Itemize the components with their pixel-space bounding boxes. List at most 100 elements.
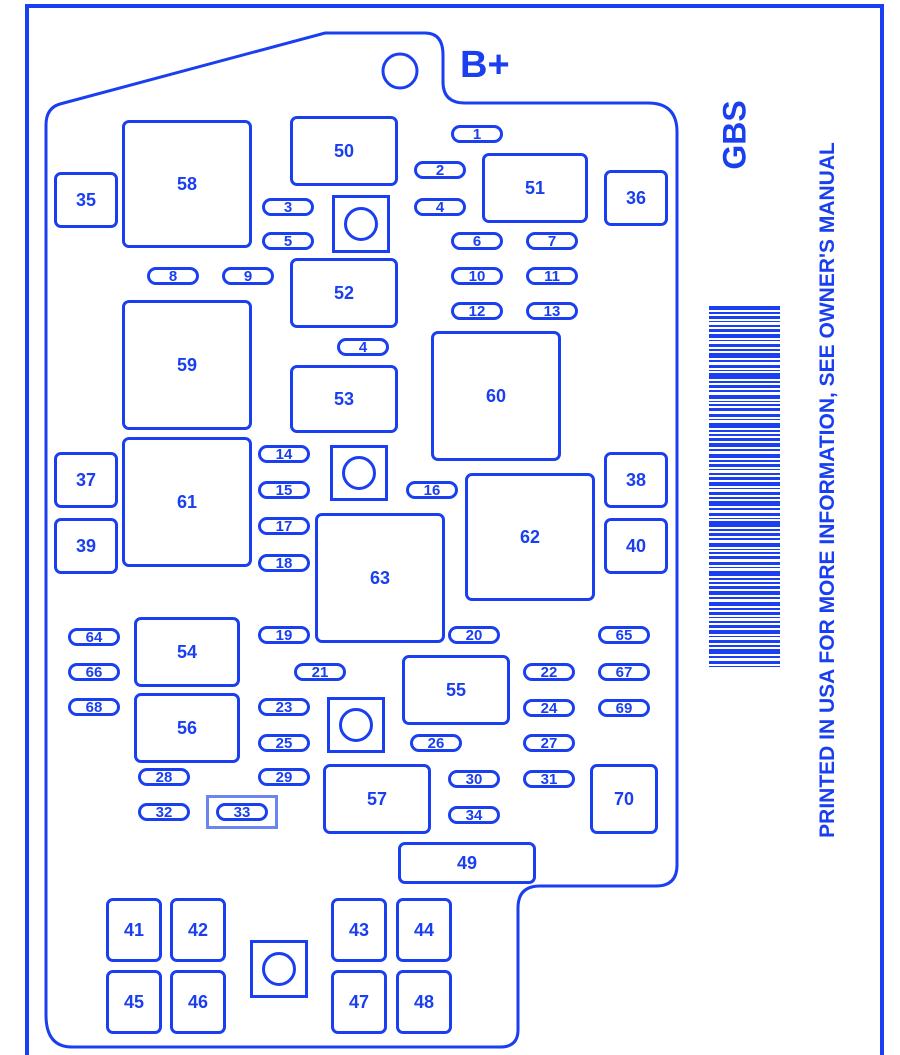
barcode-bar bbox=[709, 473, 780, 475]
fuse-20[interactable]: 20 bbox=[448, 626, 500, 644]
fuse-4[interactable]: 4 bbox=[337, 338, 389, 356]
barcode-bar bbox=[709, 556, 780, 559]
fuse-1[interactable]: 1 bbox=[451, 125, 503, 143]
barcode-bar bbox=[709, 334, 780, 338]
relay-38[interactable]: 38 bbox=[604, 452, 668, 508]
relay-45[interactable]: 45 bbox=[106, 970, 162, 1034]
barcode-bar bbox=[709, 460, 780, 462]
fuse-13[interactable]: 13 bbox=[526, 302, 578, 320]
relay-37[interactable]: 37 bbox=[54, 452, 118, 508]
fuse-68[interactable]: 68 bbox=[68, 698, 120, 716]
relay-55[interactable]: 55 bbox=[402, 655, 510, 725]
relay-50[interactable]: 50 bbox=[290, 116, 398, 186]
relay-39[interactable]: 39 bbox=[54, 518, 118, 574]
barcode-bar bbox=[709, 443, 780, 447]
fuse-10[interactable]: 10 bbox=[451, 267, 503, 285]
barcode-bar bbox=[709, 464, 780, 467]
fuse-16[interactable]: 16 bbox=[406, 481, 458, 499]
barcode-bar bbox=[709, 316, 780, 319]
barcode-bar bbox=[709, 365, 780, 368]
barcode-bar bbox=[709, 562, 780, 565]
barcode-bar bbox=[709, 597, 780, 599]
fuse-69[interactable]: 69 bbox=[598, 699, 650, 717]
relay-59[interactable]: 59 bbox=[122, 300, 252, 430]
relay-47[interactable]: 47 bbox=[331, 970, 387, 1034]
barcode bbox=[709, 306, 780, 670]
barcode-bar bbox=[709, 360, 780, 362]
fuse-4[interactable]: 4 bbox=[414, 198, 466, 216]
fuse-23[interactable]: 23 bbox=[258, 698, 310, 716]
fuse-17[interactable]: 17 bbox=[258, 517, 310, 535]
fuse-15[interactable]: 15 bbox=[258, 481, 310, 499]
fuse-26[interactable]: 26 bbox=[410, 734, 462, 752]
fuse-6[interactable]: 6 bbox=[451, 232, 503, 250]
barcode-bar bbox=[709, 666, 780, 667]
relay-48[interactable]: 48 bbox=[396, 970, 452, 1034]
fuse-22[interactable]: 22 bbox=[523, 663, 575, 681]
fuse-14[interactable]: 14 bbox=[258, 445, 310, 463]
fuse-30[interactable]: 30 bbox=[448, 770, 500, 788]
relay-57[interactable]: 57 bbox=[323, 764, 431, 834]
fuse-34[interactable]: 34 bbox=[448, 806, 500, 824]
fuse-5[interactable]: 5 bbox=[262, 232, 314, 250]
fuse-28[interactable]: 28 bbox=[138, 768, 190, 786]
fuse-3[interactable]: 3 bbox=[262, 198, 314, 216]
relay-58[interactable]: 58 bbox=[122, 120, 252, 248]
relay-70[interactable]: 70 bbox=[590, 764, 658, 834]
relay-36[interactable]: 36 bbox=[604, 170, 668, 226]
fuse-24[interactable]: 24 bbox=[523, 699, 575, 717]
relay-62[interactable]: 62 bbox=[465, 473, 595, 601]
fuse-27[interactable]: 27 bbox=[523, 734, 575, 752]
fuse-32[interactable]: 32 bbox=[138, 803, 190, 821]
fuse-9[interactable]: 9 bbox=[222, 267, 274, 285]
fuse-8[interactable]: 8 bbox=[147, 267, 199, 285]
relay-61[interactable]: 61 bbox=[122, 437, 252, 567]
barcode-bar bbox=[709, 408, 780, 411]
relay-49[interactable]: 49 bbox=[398, 842, 536, 884]
fuse-11[interactable]: 11 bbox=[526, 267, 578, 285]
fuse-7[interactable]: 7 bbox=[526, 232, 578, 250]
bolt-circle bbox=[339, 708, 373, 742]
relay-60[interactable]: 60 bbox=[431, 331, 561, 461]
relay-44[interactable]: 44 bbox=[396, 898, 452, 962]
fuse-29[interactable]: 29 bbox=[258, 768, 310, 786]
relay-40[interactable]: 40 bbox=[604, 518, 668, 574]
fuse-19[interactable]: 19 bbox=[258, 626, 310, 644]
barcode-bar bbox=[709, 329, 780, 332]
relay-56[interactable]: 56 bbox=[134, 693, 240, 763]
relay-42[interactable]: 42 bbox=[170, 898, 226, 962]
barcode-bar bbox=[709, 353, 780, 358]
fuse-65[interactable]: 65 bbox=[598, 626, 650, 644]
fuse-25[interactable]: 25 bbox=[258, 734, 310, 752]
relay-53[interactable]: 53 bbox=[290, 365, 398, 433]
relay-63[interactable]: 63 bbox=[315, 513, 445, 643]
fuse-33[interactable]: 33 bbox=[216, 803, 268, 821]
barcode-bar bbox=[709, 656, 780, 658]
relay-41[interactable]: 41 bbox=[106, 898, 162, 962]
relay-43[interactable]: 43 bbox=[331, 898, 387, 962]
barcode-bar bbox=[709, 625, 780, 628]
fuse-12[interactable]: 12 bbox=[451, 302, 503, 320]
fuse-21[interactable]: 21 bbox=[294, 663, 346, 681]
fuse-66[interactable]: 66 bbox=[68, 663, 120, 681]
barcode-bar bbox=[709, 508, 780, 510]
barcode-bar bbox=[709, 381, 780, 383]
relay-46[interactable]: 46 bbox=[170, 970, 226, 1034]
barcode-bar bbox=[709, 414, 780, 417]
relay-54[interactable]: 54 bbox=[134, 617, 240, 687]
relay-35[interactable]: 35 bbox=[54, 172, 118, 228]
relay-52[interactable]: 52 bbox=[290, 258, 398, 328]
fuse-18[interactable]: 18 bbox=[258, 554, 310, 572]
fuse-31[interactable]: 31 bbox=[523, 770, 575, 788]
barcode-bar bbox=[709, 492, 780, 495]
barcode-bar bbox=[709, 571, 780, 576]
relay-51[interactable]: 51 bbox=[482, 153, 588, 223]
fuse-67[interactable]: 67 bbox=[598, 663, 650, 681]
fuse-64[interactable]: 64 bbox=[68, 628, 120, 646]
barcode-bar bbox=[709, 649, 780, 654]
barcode-bar bbox=[709, 497, 780, 499]
barcode-bar bbox=[709, 518, 780, 519]
fuse-2[interactable]: 2 bbox=[414, 161, 466, 179]
